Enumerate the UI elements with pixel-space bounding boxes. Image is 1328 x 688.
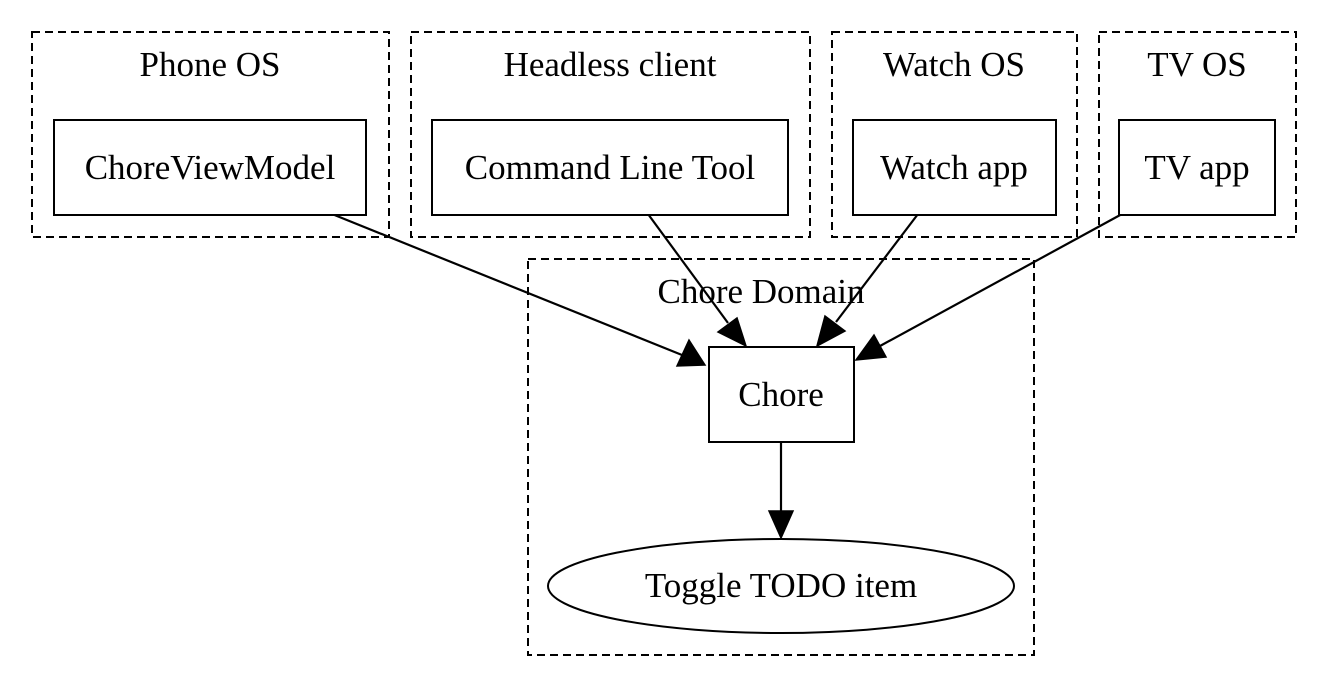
node-watch-app: Watch app [852,119,1057,216]
node-tv-app-label: TV app [1144,148,1249,187]
cluster-watch-os-label: Watch OS [883,45,1025,84]
cluster-chore-domain-label: Chore Domain [657,272,864,311]
edge-command-line-tool-to-chore [647,213,748,348]
cluster-phone-os-label: Phone OS [140,45,281,84]
node-chore: Chore [708,346,855,443]
edge-tv-app-to-chore [854,213,1123,361]
edge-choreviewmodel-to-chore [331,212,707,367]
cluster-phone-os: Phone OS [31,31,390,238]
cluster-watch-os: Watch OS [831,31,1078,238]
cluster-tv-os-label: TV OS [1147,45,1247,84]
edge-chore-to-toggle-todo-item [767,442,795,540]
node-watch-app-label: Watch app [880,148,1028,187]
node-choreviewmodel: ChoreViewModel [53,119,367,216]
cluster-headless-client-label: Headless client [504,45,717,84]
node-command-line-tool-label: Command Line Tool [465,148,756,187]
node-toggle-todo-item: Toggle TODO item [547,538,1015,634]
cluster-tv-os: TV OS [1098,31,1297,238]
node-chore-label: Chore [738,375,824,414]
cluster-chore-domain [527,258,1035,656]
node-toggle-todo-item-label: Toggle TODO item [645,566,917,605]
cluster-headless-client: Headless client [410,31,811,238]
node-command-line-tool: Command Line Tool [431,119,789,216]
node-tv-app: TV app [1118,119,1276,216]
edge-watch-app-to-chore [815,213,919,348]
node-choreviewmodel-label: ChoreViewModel [85,148,336,187]
